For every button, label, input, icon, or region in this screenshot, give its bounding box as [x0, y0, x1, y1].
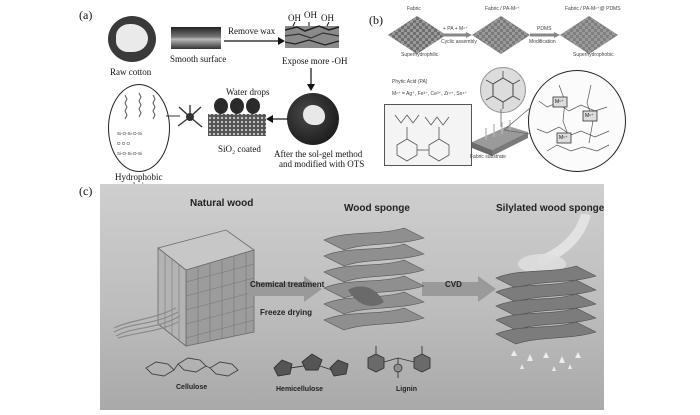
cellulose-fibril-image [113, 307, 181, 339]
wood-sponge-title: Wood sponge [344, 203, 410, 214]
hemicellulose-molecule-image [273, 353, 349, 377]
raw-cotton-label: Raw cotton [110, 67, 152, 77]
metal-network-circle: Mⁿ⁺ Mⁿ⁺ Mⁿ⁺ [528, 70, 626, 172]
natural-wood-title: Natural wood [190, 198, 254, 209]
fabric-substrate-label: Fabric substrate [470, 154, 506, 160]
phytic-acid-zoom-circle [480, 67, 526, 113]
panel-b-tag: (b) [369, 13, 383, 27]
hemicellulose-label: Hemicellulose [276, 386, 324, 393]
fabric-pa-pdms-image [560, 16, 618, 54]
zoom-connector-line [166, 115, 180, 117]
smooth-fiber-image [171, 27, 221, 49]
cvd-label: CVD [445, 280, 462, 289]
svg-text:Si-O-Si-O-Si: Si-O-Si-O-Si [117, 131, 142, 136]
freeze-drying-label: Freeze drying [260, 308, 313, 317]
expose-oh-label: Expose more -OH [282, 56, 348, 66]
step1-arrow [442, 32, 472, 38]
phytic-acid-label: Phytic Acid (PA) [392, 79, 428, 85]
down-arrow [307, 68, 315, 91]
fabric-image [388, 16, 446, 54]
cellulose-molecule-image [145, 357, 239, 377]
zoom-connector-b2 [504, 107, 531, 135]
step2-bottom-label: Modification [529, 39, 556, 45]
hydrophobic-chain-circle: Si-O-Si-O-Si O O O Si-O-Si-O-Si [108, 84, 170, 172]
after-sol-gel-label-2: and modified with OTS [279, 159, 365, 169]
sio2-coated-label: SiO₂ coated [218, 144, 261, 154]
step1-top-label: + PA + Mⁿ⁺ [443, 26, 468, 32]
metal-label-1: Mⁿ⁺ [555, 99, 564, 105]
panel-a-tag: (a) [79, 8, 93, 22]
cellulose-label: Cellulose [176, 384, 208, 391]
lignin-molecule-image [367, 346, 431, 378]
oh-label-2: OH [304, 10, 317, 20]
fabric-label: Fabric [407, 6, 421, 12]
fabric-substrate-image [472, 120, 528, 156]
fabric-pa-pdms-label: Fabric / PA-Mⁿ⁺@ PDMS [565, 6, 621, 12]
left-arrow [266, 115, 288, 123]
svg-text:O O O: O O O [117, 141, 131, 146]
silylated-title: Silylated wood sponge [496, 203, 604, 214]
sio2-coated-image [208, 98, 266, 136]
svg-text:Si-O-Si-O-Si: Si-O-Si-O-Si [117, 151, 142, 156]
step1-bottom-label: Cyclic assembly [441, 39, 477, 45]
after-sol-gel-label-1: After the sol-gel method [274, 149, 363, 159]
fabric-pa-label: Fabric / PA-Mⁿ⁺ [485, 6, 520, 12]
rough-fiber-image [285, 22, 340, 48]
silylated-sponge-image [495, 214, 597, 371]
hydrophobic-label-1: Hydrophobic [115, 172, 163, 182]
water-drops-label: Water drops [226, 87, 270, 97]
panel-c: Natural wood Wood sponge Silylated wood … [100, 184, 604, 410]
superhydrophilic-label: Superhydrophilic [401, 52, 439, 58]
chemical-treatment-arrow [248, 276, 322, 302]
oh-label-3: OH [321, 13, 334, 23]
ots-molecule-icon [177, 105, 203, 128]
treated-cotton-image [287, 93, 339, 145]
wood-sponge-image [323, 227, 425, 331]
metal-ions-label: Mⁿ⁺ = Ag⁺, Fe³⁺, Ce³⁺, Zr⁴⁺, Sn⁴⁺ [392, 91, 468, 97]
fabric-pa-image [472, 16, 530, 54]
raw-cotton-image [108, 16, 156, 62]
chemistry-box [384, 104, 472, 166]
remove-wax-arrow [224, 37, 285, 45]
metal-label-2: Mⁿ⁺ [585, 113, 594, 119]
lignin-label: Lignin [396, 386, 417, 393]
zoom-connector-b [500, 109, 502, 127]
panel-c-tag: (c) [79, 184, 93, 198]
smooth-surface-label: Smooth surface [170, 54, 227, 64]
oh-label-1: OH [288, 13, 301, 23]
metal-label-3: Mⁿ⁺ [559, 135, 568, 141]
step2-top-label: PDMS [537, 26, 552, 32]
chemical-treatment-label: Chemical treatment [250, 280, 325, 289]
remove-wax-label: Remove wax [228, 26, 276, 36]
cvd-arrow [422, 276, 496, 302]
natural-wood-cube [157, 229, 255, 347]
superhydrophobic-label: Superhydrophobic [573, 52, 614, 58]
step2-arrow [530, 32, 560, 38]
